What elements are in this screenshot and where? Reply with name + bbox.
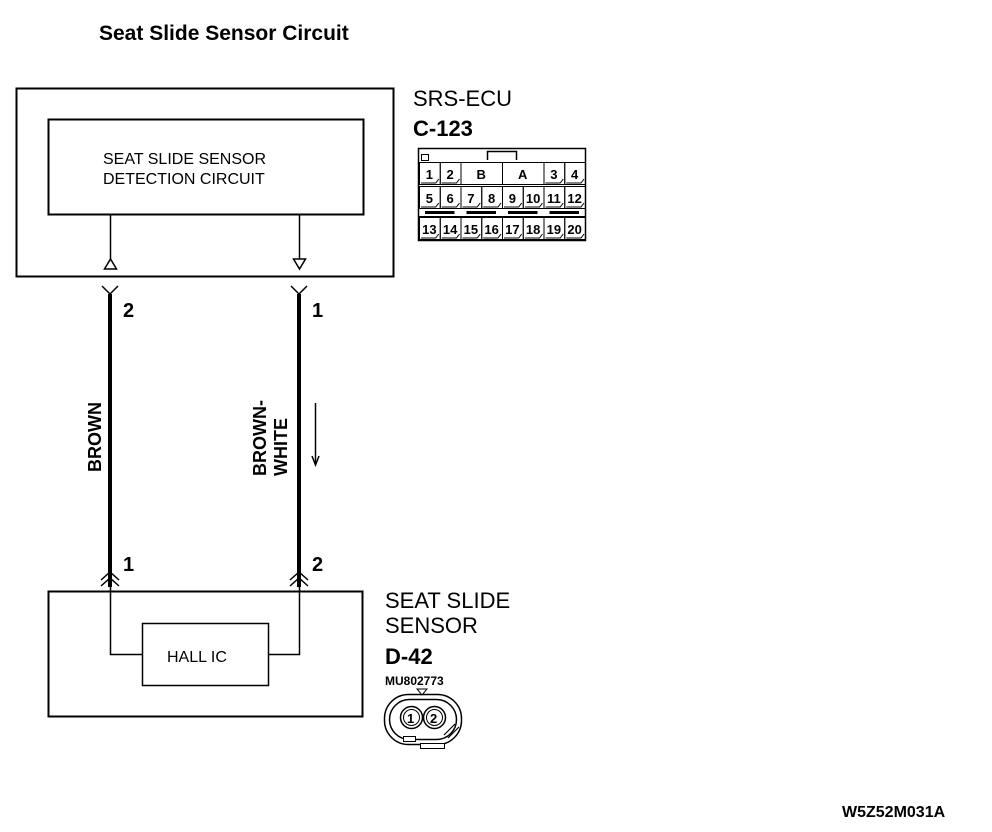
detection-circuit-label-line2: DETECTION CIRCUIT — [103, 171, 265, 188]
sensor-internal-lead-right — [268, 578, 301, 656]
ecu-pin-2: 2 — [123, 300, 134, 322]
ecu-connector-cell-6: 6 — [447, 191, 454, 206]
ecu-connector-cell-10: 10 — [526, 191, 540, 206]
sensor-box — [47, 590, 364, 718]
figure-code: W5Z52M031A — [842, 804, 946, 821]
ecu-connector-id: C-123 — [413, 116, 473, 141]
connector-lock-bar — [466, 211, 496, 214]
sensor-pin-2: 2 — [312, 554, 323, 576]
diagram-title: Seat Slide Sensor Circuit — [99, 22, 349, 45]
connector-lock-bar — [508, 211, 538, 214]
ecu-connector-cell-9: 9 — [509, 191, 516, 206]
sensor-connector-pin-2: 2 — [430, 711, 437, 726]
sensor-connector-pin-1: 1 — [407, 711, 414, 726]
ecu-connector-cell-4: 4 — [571, 167, 579, 182]
ecu-connector-cell-11: 11 — [547, 191, 561, 206]
sensor-connector-id: D-42 — [385, 644, 433, 669]
ecu-connector-cell-B: B — [477, 167, 486, 182]
wire-color-brown-white-line2: WHITE — [271, 418, 291, 476]
ecu-connector-cell-A: A — [518, 167, 528, 182]
ecu-connector-cell-20: 20 — [567, 222, 581, 237]
connector-lock-bar — [425, 211, 455, 214]
detection-circuit-label-line1: SEAT SLIDE SENSOR — [103, 151, 266, 168]
output-triangle-icon — [292, 258, 307, 271]
wire-color-brown-white-line1: BROWN- — [250, 400, 270, 476]
ecu-connector-cell-13: 13 — [422, 222, 436, 237]
ecu-connector-cell-15: 15 — [464, 222, 478, 237]
ecu-connector-cell-18: 18 — [526, 222, 540, 237]
ecu-connector-cell-16: 16 — [484, 222, 498, 237]
sensor-pin-1: 1 — [123, 554, 134, 576]
female-terminal-icon — [101, 285, 119, 296]
detection-circuit-block — [47, 118, 365, 216]
ecu-connector-cell-8: 8 — [488, 191, 495, 206]
ecu-connector-cell-2: 2 — [447, 167, 454, 182]
ecu-name: SRS-ECU — [413, 86, 512, 111]
sensor-name-line2: SENSOR — [385, 613, 478, 638]
ecu-pin-1: 1 — [312, 300, 323, 322]
hall-ic-label: HALL IC — [167, 649, 227, 666]
connector-latch-icon — [486, 150, 518, 160]
sensor-internal-lead-left — [109, 578, 143, 656]
input-triangle-icon — [103, 257, 118, 270]
ecu-connector-cell-7: 7 — [467, 191, 474, 206]
connector-lock-bar — [549, 211, 579, 214]
ecu-connector-cell-3: 3 — [550, 167, 557, 182]
ecu-connector-cell-5: 5 — [426, 191, 433, 206]
ecu-box — [15, 87, 395, 278]
sensor-connector-face: 1 2 — [383, 688, 463, 749]
ecu-connector-cell-1: 1 — [426, 167, 433, 182]
ecu-connector-cell-12: 12 — [567, 191, 581, 206]
ecu-connector-cell-14: 14 — [443, 222, 458, 237]
sensor-part-number: MU802773 — [385, 674, 444, 688]
arrow-down-icon — [311, 455, 320, 468]
sensor-name-line1: SEAT SLIDE — [385, 588, 510, 613]
female-terminal-icon — [290, 285, 308, 296]
wire-color-brown: BROWN — [85, 402, 105, 472]
ecu-connector-cell-17: 17 — [505, 222, 519, 237]
ecu-connector-cell-19: 19 — [547, 222, 561, 237]
hall-ic-block — [141, 622, 270, 687]
